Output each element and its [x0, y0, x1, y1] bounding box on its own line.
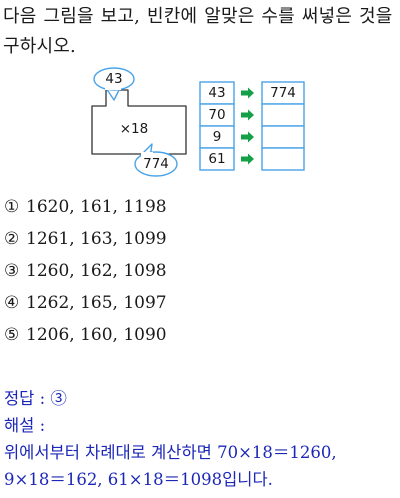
- choice-text: 1262, 165, 1097: [26, 293, 167, 313]
- choice-text: 1260, 162, 1098: [26, 261, 167, 281]
- input-cells: [199, 81, 235, 171]
- choice-number: ②: [4, 229, 20, 249]
- table-input-3: 9: [212, 129, 222, 145]
- arrow-icons: [241, 87, 254, 165]
- function-machine-figure: 43 ×18 774 43 70 9 61 774: [88, 66, 318, 186]
- choice-text: 1206, 160, 1090: [26, 325, 167, 345]
- choice-list: ① 1620, 161, 1198 ② 1261, 163, 1099 ③ 1260,…: [4, 191, 167, 351]
- explanation-label: 해설 :: [4, 416, 46, 435]
- table-input-2: 70: [208, 107, 226, 123]
- explanation-line-1: 위에서부터 차례대로 계산하면 70×18＝1260,: [4, 443, 337, 462]
- figure-drawing: [91, 67, 305, 177]
- arrow-right-icon: [241, 153, 254, 165]
- choice-5[interactable]: ⑤ 1206, 160, 1090: [4, 319, 167, 351]
- table-input-4: 61: [208, 151, 226, 167]
- choice-number: ④: [4, 293, 20, 313]
- choice-3[interactable]: ③ 1260, 162, 1098: [4, 255, 167, 287]
- answer-label: 정답 : ③: [4, 389, 67, 408]
- table-input-1: 43: [208, 85, 226, 101]
- question-line-2: 구하시오.: [3, 36, 76, 57]
- table-output-1: 774: [270, 85, 296, 101]
- answer-section: 정답 : ③ 해설 : 위에서부터 차례대로 계산하면 70×18＝1260, …: [4, 385, 337, 493]
- operation-label: ×18: [119, 121, 149, 137]
- machine-body: [91, 89, 187, 155]
- question-text: 다음 그림을 보고, 빈칸에 알맞은 수를 써넣은 것을 구하시오.: [3, 2, 397, 62]
- input-bubble: [93, 67, 135, 101]
- output-cells: [261, 81, 305, 171]
- output-bubble: [134, 143, 178, 177]
- explanation-line-2: 9×18＝162, 61×18＝1098입니다.: [4, 470, 273, 489]
- choice-text: 1261, 163, 1099: [26, 229, 167, 249]
- choice-number: ①: [4, 197, 20, 217]
- question-line-1: 다음 그림을 보고, 빈칸에 알맞은 수를 써넣은 것을: [3, 6, 393, 27]
- arrow-right-icon: [241, 131, 254, 143]
- arrow-right-icon: [241, 109, 254, 121]
- choice-text: 1620, 161, 1198: [26, 197, 167, 217]
- choice-2[interactable]: ② 1261, 163, 1099: [4, 223, 167, 255]
- choice-number: ③: [4, 261, 20, 281]
- choice-1[interactable]: ① 1620, 161, 1198: [4, 191, 167, 223]
- choice-number: ⑤: [4, 325, 20, 345]
- output-value: 774: [143, 156, 169, 172]
- input-value: 43: [105, 71, 123, 87]
- arrow-right-icon: [241, 87, 254, 99]
- choice-4[interactable]: ④ 1262, 165, 1097: [4, 287, 167, 319]
